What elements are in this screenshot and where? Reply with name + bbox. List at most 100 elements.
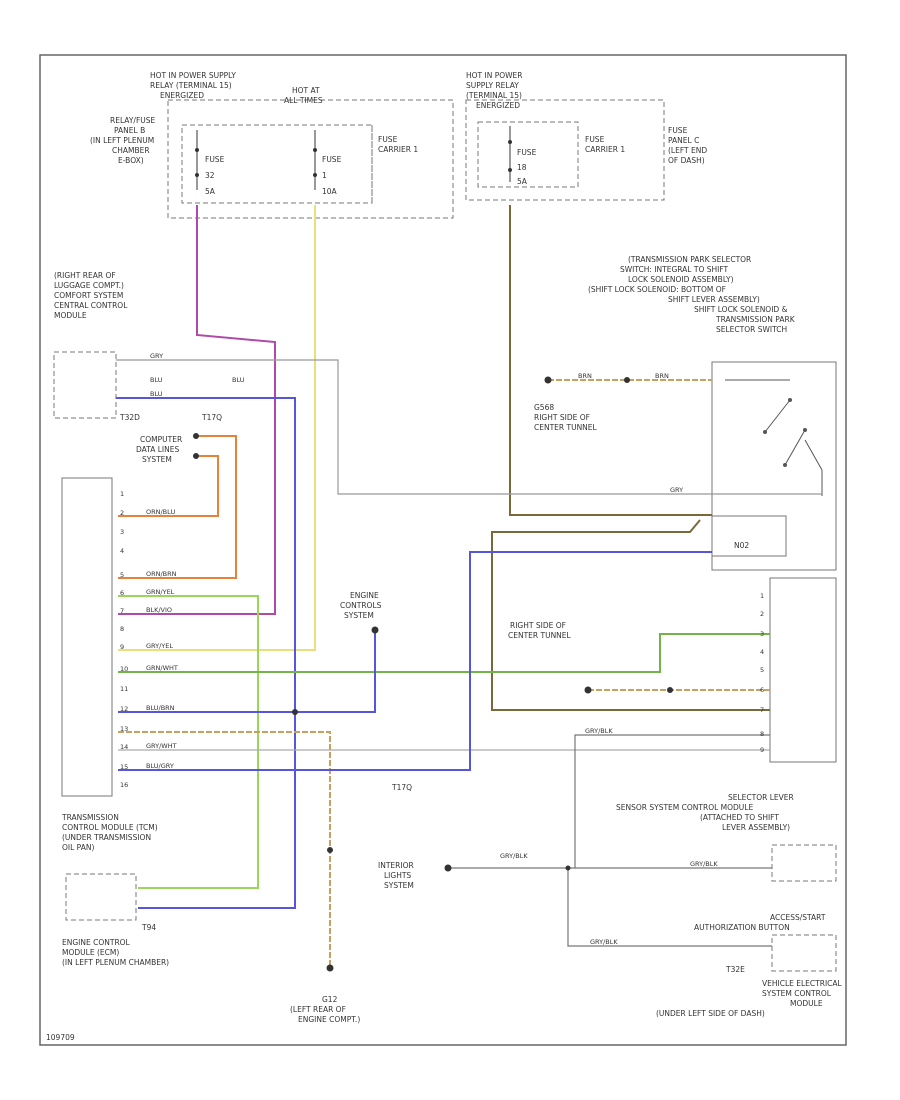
label-park-selector: (TRANSMISSION PARK SELECTOR SWITCH: INTE… xyxy=(588,255,796,334)
wire-label: BRN xyxy=(578,372,592,380)
svg-text:32: 32 xyxy=(205,171,215,180)
svg-text:(RIGHT REAR OF: (RIGHT REAR OF xyxy=(54,271,116,280)
svg-text:CENTER TUNNEL: CENTER TUNNEL xyxy=(508,631,572,640)
svg-text:15: 15 xyxy=(120,763,128,771)
fuse-18 xyxy=(508,126,512,182)
svg-text:(ATTACHED TO SHIFT: (ATTACHED TO SHIFT xyxy=(700,813,779,822)
comfort-module-box xyxy=(53,351,117,419)
svg-text:CHAMBER: CHAMBER xyxy=(112,146,150,155)
svg-text:DATA LINES: DATA LINES xyxy=(136,445,179,454)
splice-dot xyxy=(544,376,552,384)
splice-dot xyxy=(327,847,333,853)
svg-text:2: 2 xyxy=(760,610,764,618)
label-interior-lights: INTERIOR LIGHTS SYSTEM xyxy=(378,861,414,890)
label-comfort-module: (RIGHT REAR OF LUGGAGE COMPT.) COMFORT S… xyxy=(54,271,128,320)
svg-text:16: 16 xyxy=(120,781,128,789)
svg-text:8: 8 xyxy=(760,730,764,738)
tcm-pin-numbers: 1 2 3 4 5 6 7 8 9 10 11 12 13 14 15 16 xyxy=(120,490,128,789)
svg-text:ENGINE: ENGINE xyxy=(350,591,379,600)
svg-text:COMPUTER: COMPUTER xyxy=(140,435,182,444)
svg-text:CARRIER 1: CARRIER 1 xyxy=(378,145,418,154)
wire-brown-loop xyxy=(491,519,770,711)
wire-label: BLU xyxy=(232,376,245,384)
svg-text:13: 13 xyxy=(120,725,128,733)
svg-text:OF DASH): OF DASH) xyxy=(668,156,705,165)
svg-text:5A: 5A xyxy=(517,177,528,186)
wire-blue-comfort-ecm xyxy=(116,397,296,909)
wire-orange-b xyxy=(118,455,219,517)
svg-text:ACCESS/START: ACCESS/START xyxy=(770,913,826,922)
wire-violet xyxy=(118,205,276,615)
svg-text:7: 7 xyxy=(760,706,764,714)
svg-text:FUSE: FUSE xyxy=(517,148,537,157)
selector-pin-numbers: 1 2 3 4 5 6 7 8 9 xyxy=(760,592,764,754)
wire-lime xyxy=(118,595,259,889)
svg-text:9: 9 xyxy=(120,643,124,651)
svg-text:VEHICLE ELECTRICAL: VEHICLE ELECTRICAL xyxy=(762,979,843,988)
svg-text:6: 6 xyxy=(120,589,124,597)
splice-dot xyxy=(444,864,452,872)
svg-text:LIGHTS: LIGHTS xyxy=(384,871,411,880)
svg-text:(IN LEFT PLENUM CHAMBER): (IN LEFT PLENUM CHAMBER) xyxy=(62,958,169,967)
svg-text:SHIFT LOCK SOLENOID &: SHIFT LOCK SOLENOID & xyxy=(694,305,788,314)
svg-text:5A: 5A xyxy=(205,187,216,196)
connector-t32e: T32E xyxy=(725,965,745,974)
park-selector-box xyxy=(711,361,837,571)
wire-orange-a xyxy=(118,435,237,579)
svg-text:SWITCH: INTEGRAL TO SHIFT: SWITCH: INTEGRAL TO SHIFT xyxy=(620,265,729,274)
wire-yellow xyxy=(118,205,316,651)
svg-text:SYSTEM: SYSTEM xyxy=(384,881,414,890)
label-tcm: TRANSMISSION CONTROL MODULE (TCM) (UNDER… xyxy=(61,813,158,852)
n02-box xyxy=(711,515,787,557)
label-hot-at-all-times: HOT AT ALL TIMES xyxy=(284,86,323,105)
svg-text:5: 5 xyxy=(120,571,124,579)
svg-text:GRY/YEL: GRY/YEL xyxy=(146,642,173,650)
svg-text:ENGINE CONTROL: ENGINE CONTROL xyxy=(62,938,131,947)
tcm-wire-labels: ORN/BLU ORN/BRN GRN/YEL BLK/VIO GRY/YEL … xyxy=(146,508,178,770)
svg-text:MODULE: MODULE xyxy=(54,311,87,320)
wire-label: GRY xyxy=(670,486,683,494)
svg-text:4: 4 xyxy=(120,547,124,555)
svg-text:FUSE: FUSE xyxy=(585,135,605,144)
svg-text:TRANSMISSION: TRANSMISSION xyxy=(61,813,119,822)
svg-text:PANEL C: PANEL C xyxy=(668,136,699,145)
wire-green xyxy=(118,633,770,673)
svg-text:GRY/WHT: GRY/WHT xyxy=(146,742,177,750)
fuse-1 xyxy=(313,130,317,190)
svg-text:(IN LEFT PLENUM: (IN LEFT PLENUM xyxy=(90,136,154,145)
svg-text:INTERIOR: INTERIOR xyxy=(378,861,414,870)
svg-text:LEVER ASSEMBLY): LEVER ASSEMBLY) xyxy=(722,823,790,832)
svg-text:SELECTOR LEVER: SELECTOR LEVER xyxy=(728,793,794,802)
svg-text:OIL PAN): OIL PAN) xyxy=(62,843,94,852)
splice-dot xyxy=(565,865,571,871)
wire-label: BLU xyxy=(150,376,163,384)
svg-text:CONTROL MODULE (TCM): CONTROL MODULE (TCM) xyxy=(62,823,158,832)
svg-text:2: 2 xyxy=(120,509,124,517)
fuse-32 xyxy=(195,130,199,190)
svg-text:HOT AT: HOT AT xyxy=(292,86,320,95)
svg-text:(LEFT END: (LEFT END xyxy=(668,146,707,155)
access-start-box xyxy=(771,844,837,882)
svg-text:MODULE: MODULE xyxy=(790,999,823,1008)
svg-text:(UNDER LEFT SIDE OF DASH): (UNDER LEFT SIDE OF DASH) xyxy=(656,1009,765,1018)
figure-id: 109709 xyxy=(46,1033,75,1042)
svg-text:PANEL B: PANEL B xyxy=(114,126,145,135)
svg-text:BLK/VIO: BLK/VIO xyxy=(146,606,172,614)
svg-text:FUSE: FUSE xyxy=(322,155,342,164)
svg-text:G12: G12 xyxy=(322,995,338,1004)
label-hot-in-psr-right: HOT IN POWER SUPPLY RELAY (TERMINAL 15) … xyxy=(466,71,523,110)
wire-label: GRY/BLK xyxy=(585,727,613,735)
park-selector-switch xyxy=(725,379,823,496)
splice-dot xyxy=(624,377,630,383)
svg-text:3: 3 xyxy=(120,528,124,536)
svg-text:8: 8 xyxy=(120,625,124,633)
svg-text:LOCK SOLENOID ASSEMBLY): LOCK SOLENOID ASSEMBLY) xyxy=(628,275,734,284)
connector-t94: T94 xyxy=(141,923,156,932)
svg-text:(UNDER TRANSMISSION: (UNDER TRANSMISSION xyxy=(62,833,151,842)
splice-dot xyxy=(371,626,379,634)
svg-text:TRANSMISSION PARK: TRANSMISSION PARK xyxy=(715,315,796,324)
svg-text:3: 3 xyxy=(760,630,764,638)
wire-label: BRN xyxy=(655,372,669,380)
svg-text:ORN/BRN: ORN/BRN xyxy=(146,570,177,578)
svg-text:SHIFT LEVER ASSEMBLY): SHIFT LEVER ASSEMBLY) xyxy=(668,295,760,304)
